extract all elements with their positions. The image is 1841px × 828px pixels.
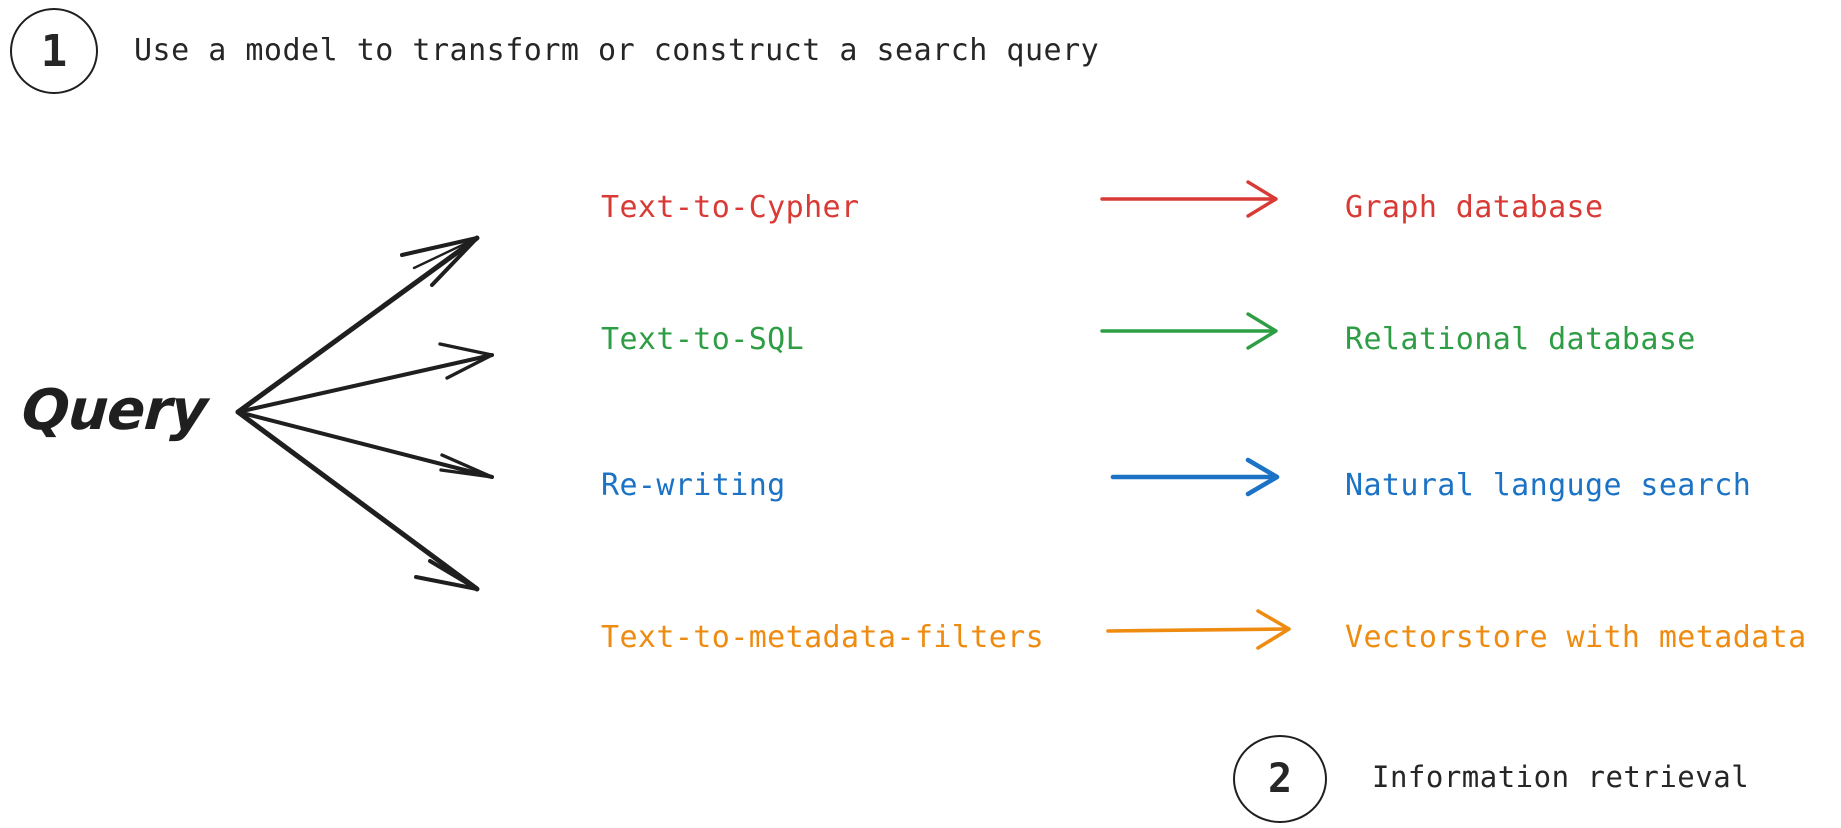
branch-row: Re-writing Natural languge search	[0, 457, 1841, 514]
branch-target-label: Natural languge search	[1345, 468, 1752, 503]
step-2-caption: Information retrieval	[1372, 760, 1750, 794]
branch-technique-label: Text-to-SQL	[601, 322, 805, 357]
branch-row: Text-to-SQL Relational database	[0, 312, 1841, 368]
branch-technique-label: Text-to-metadata-filters	[601, 620, 1045, 655]
step-badge-1: 1	[10, 8, 98, 94]
branch-target-label: Graph database	[1345, 190, 1604, 225]
arrow-right-icon	[1110, 457, 1280, 497]
arrow-right-icon	[1100, 180, 1278, 218]
branch-row: Text-to-Cypher Graph database	[0, 180, 1841, 236]
branch-row: Text-to-metadata-filters Vectorstore wit…	[0, 609, 1841, 666]
arrow-right-icon	[1100, 312, 1278, 350]
step-1-caption: Use a model to transform or construct a …	[134, 33, 1100, 68]
branch-technique-label: Re-writing	[601, 468, 786, 503]
step-badge-2: 2	[1233, 735, 1327, 823]
branch-target-label: Relational database	[1345, 322, 1696, 357]
branch-target-label: Vectorstore with metadata	[1345, 620, 1807, 655]
branch-technique-label: Text-to-Cypher	[601, 190, 860, 225]
query-source-label: Query	[19, 378, 209, 443]
arrow-right-icon	[1106, 609, 1291, 650]
